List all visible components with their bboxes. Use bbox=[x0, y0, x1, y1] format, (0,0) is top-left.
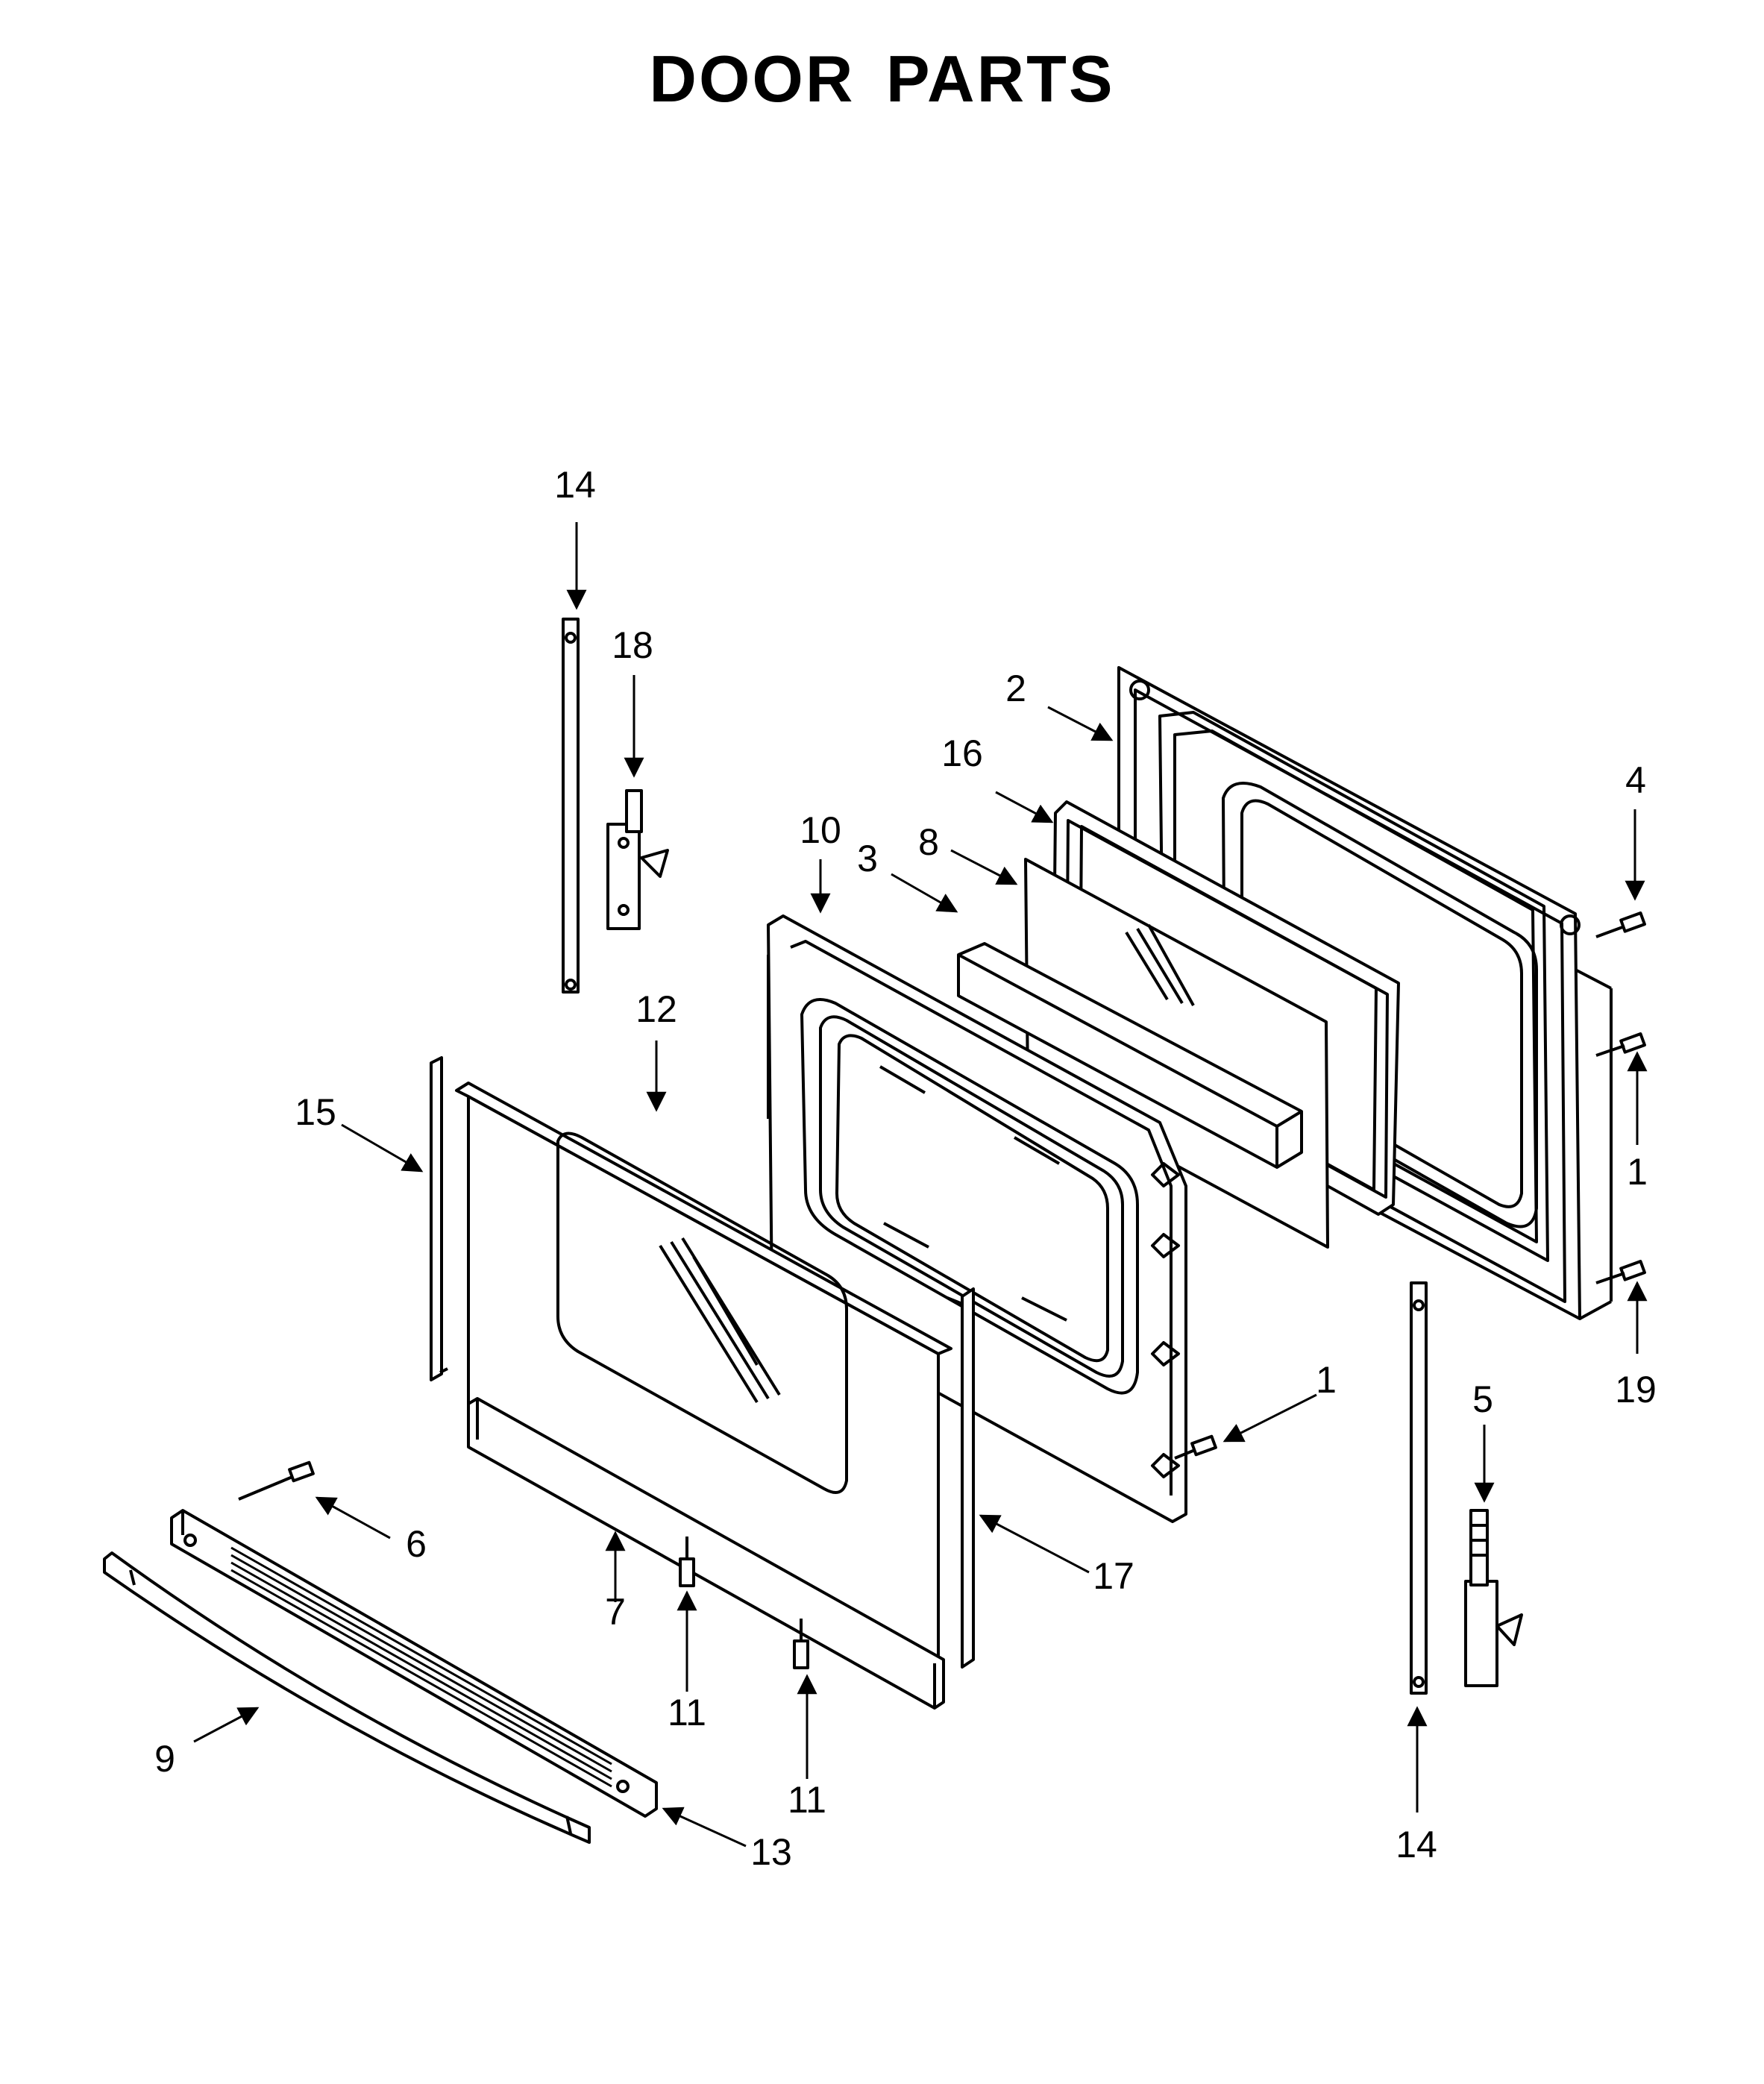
outer-door-glass bbox=[455, 1082, 952, 1672]
callout-18: 18 bbox=[612, 624, 653, 666]
callout-11-left: 11 bbox=[668, 1692, 706, 1733]
callout-14-top: 14 bbox=[554, 464, 596, 506]
callout-16: 16 bbox=[941, 732, 983, 774]
callout-2: 2 bbox=[1005, 668, 1026, 709]
callout-15: 15 bbox=[295, 1091, 336, 1133]
callout-1-lower: 1 bbox=[1316, 1359, 1337, 1401]
bottom-door-trim bbox=[467, 1397, 945, 1710]
door-handle bbox=[103, 1551, 591, 1844]
callout-19: 19 bbox=[1615, 1369, 1657, 1410]
callout-7: 7 bbox=[605, 1591, 626, 1633]
left-side-trim bbox=[430, 1056, 448, 1381]
screw-part-19 bbox=[1595, 1260, 1646, 1284]
right-side-trim bbox=[947, 1287, 975, 1669]
hinge-receiver-left bbox=[562, 618, 580, 994]
door-liner bbox=[767, 914, 1187, 1523]
screw-part-4 bbox=[1595, 911, 1646, 938]
callout-12: 12 bbox=[635, 988, 677, 1030]
callout-3: 3 bbox=[857, 838, 878, 879]
insulation-block bbox=[957, 942, 1303, 1169]
screw-part-6 bbox=[238, 1460, 315, 1501]
callout-11-right: 11 bbox=[788, 1779, 826, 1821]
callout-10: 10 bbox=[800, 809, 841, 851]
callout-8: 8 bbox=[918, 821, 939, 863]
hinge-left bbox=[606, 789, 669, 930]
leader-arrows bbox=[193, 522, 1648, 1848]
callout-17: 17 bbox=[1093, 1555, 1134, 1597]
callout-14-bottom: 14 bbox=[1396, 1824, 1437, 1865]
callout-13: 13 bbox=[750, 1831, 792, 1873]
vent-panel bbox=[170, 1509, 658, 1818]
screw-part-11-left bbox=[679, 1537, 695, 1587]
callout-9: 9 bbox=[154, 1738, 175, 1780]
hinge-receiver-right bbox=[1410, 1281, 1428, 1695]
callout-1-upper: 1 bbox=[1627, 1151, 1648, 1193]
screw-part-11-right bbox=[793, 1619, 809, 1669]
callout-5: 5 bbox=[1472, 1378, 1493, 1420]
page-title: DOOR PARTS bbox=[649, 42, 1115, 116]
screw-part-1-upper bbox=[1595, 1032, 1646, 1057]
callout-labels: 1 1 2 3 4 5 6 7 8 9 10 11 11 12 13 14 14… bbox=[154, 464, 1657, 1873]
callout-6: 6 bbox=[406, 1523, 427, 1565]
callout-4: 4 bbox=[1625, 759, 1646, 801]
screw-part-1-lower bbox=[1174, 1434, 1217, 1460]
hinge-right bbox=[1464, 1509, 1523, 1687]
